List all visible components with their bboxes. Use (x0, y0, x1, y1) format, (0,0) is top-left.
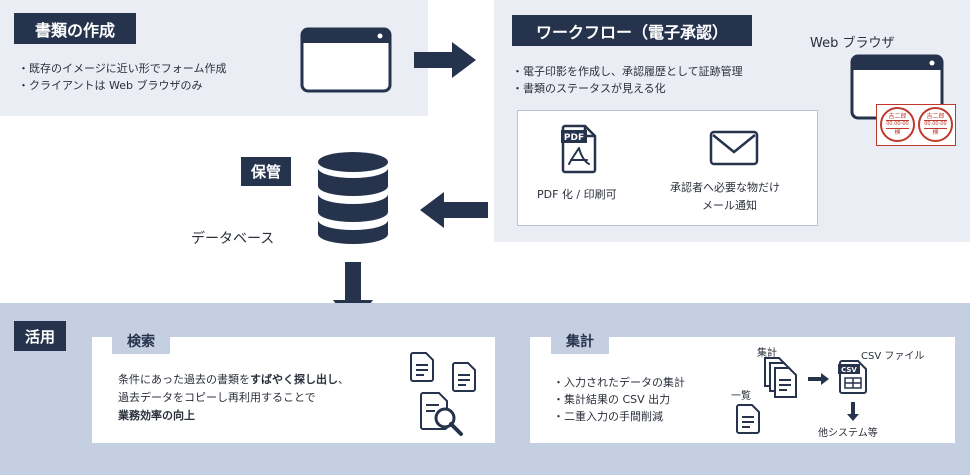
stamp-1-top: 吉二郎 (888, 113, 907, 120)
search-line-2: 過去データをコピーし再利用することで (118, 391, 316, 404)
workflow-bullet-2: ・書類のステータスが見える化 (512, 82, 666, 95)
single-document-icon (736, 404, 760, 434)
browser-window-icon (300, 27, 392, 93)
stacked-documents-icon (764, 357, 797, 398)
search-line-3: 業務効率の向上 (118, 409, 195, 422)
small-arrow-down-icon (847, 402, 859, 421)
pdf-caption: PDF 化 / 印刷可 (537, 188, 617, 201)
arrow-left-icon (420, 192, 488, 228)
usage-title: 活用 (14, 321, 66, 351)
creation-bullet-1: ・既存のイメージに近い形でフォーム作成 (18, 62, 227, 75)
search-title: 検索 (112, 328, 170, 354)
search-line-1: 条件にあった過去の書類をすばやく探し出し、 (118, 371, 349, 388)
single-doc-label: 一覧 (731, 391, 751, 402)
stamp-seal-1: 吉二郎 00.00-00 検 (880, 107, 915, 142)
csv-icon-text: CSV (841, 366, 857, 374)
stamp-1-date: 00.00-00 (886, 120, 909, 129)
storage-title: 保管 (241, 157, 291, 186)
pdf-file-icon: PDF (561, 124, 597, 174)
workflow-bullet-1: ・電子印影を作成し、承認履歴として証跡管理 (512, 65, 743, 78)
mail-caption-2: メール通知 (702, 199, 757, 212)
web-browser-label: Web ブラウザ (810, 36, 895, 51)
stamp-seal-2: 吉二郎 00.00-00 検 (918, 107, 953, 142)
creation-title: 書類の作成 (14, 13, 136, 44)
aggregate-title: 集計 (551, 328, 609, 354)
pdf-icon-text: PDF (564, 133, 584, 143)
other-system-label: 他システム等 (818, 428, 878, 439)
creation-bullet-2: ・クライアントは Web ブラウザのみ (18, 79, 203, 92)
csv-file-icon: CSV (838, 360, 867, 394)
document-search-icon (420, 392, 463, 436)
document-icon (452, 362, 476, 392)
stamp-2-date: 00.00-00 (924, 120, 947, 129)
aggregate-label: 集計 (757, 348, 777, 359)
arrow-right-icon (414, 42, 476, 78)
mail-icon (709, 130, 759, 166)
database-label: データベース (191, 231, 275, 247)
small-arrow-right-icon (808, 373, 829, 385)
mail-caption-1: 承認者へ必要な物だけ (670, 181, 780, 194)
aggregate-bullet-1: ・入力されたデータの集計 (553, 376, 685, 389)
document-icon (410, 352, 434, 382)
csv-file-label: CSV ファイル (861, 351, 925, 362)
stamp-2-top: 吉二郎 (926, 113, 945, 120)
stamp-1-bottom: 検 (894, 129, 901, 136)
database-icon (318, 152, 388, 244)
workflow-title: ワークフロー（電子承認） (512, 15, 752, 46)
aggregate-bullet-3: ・二重入力の手間削減 (553, 410, 663, 423)
stamp-2-bottom: 検 (932, 129, 939, 136)
aggregate-bullet-2: ・集計結果の CSV 出力 (553, 393, 671, 406)
search-line-1c: 、 (338, 373, 349, 386)
search-line-1-bold: すばやく探し出し (250, 373, 338, 386)
search-line-1a: 条件にあった過去の書類を (118, 373, 250, 386)
